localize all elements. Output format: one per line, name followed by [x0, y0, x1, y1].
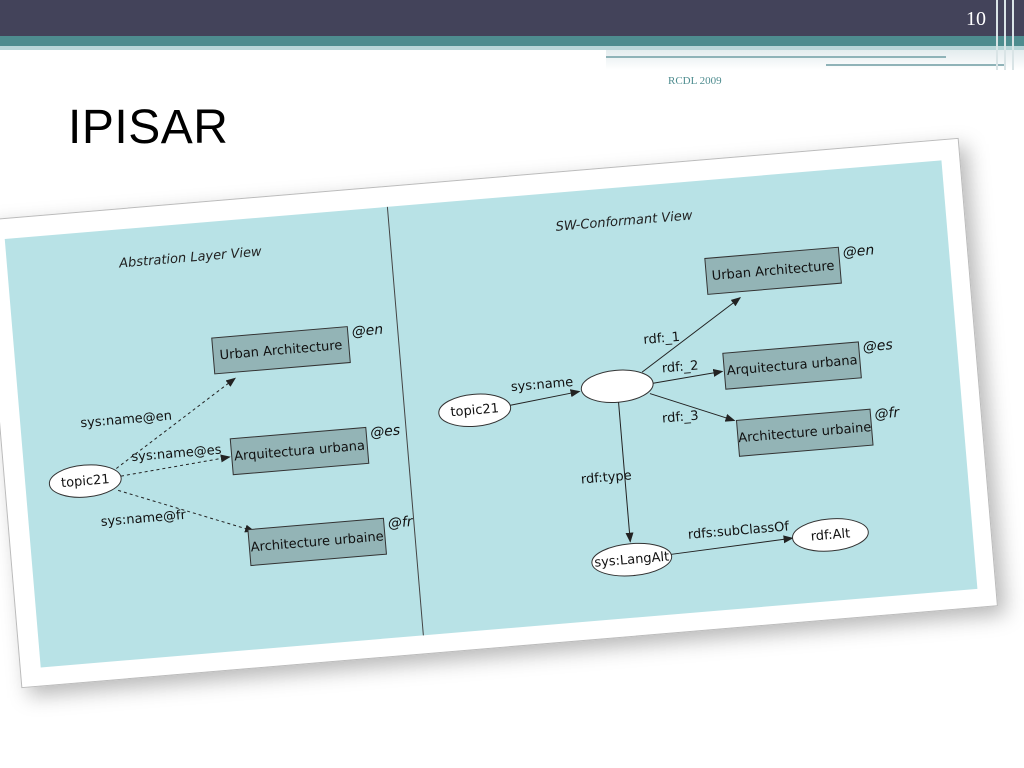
- abstraction-topic-label: topic21: [60, 472, 110, 491]
- sw-box-fr: [735, 408, 874, 457]
- sw-box-en: [704, 246, 842, 295]
- sw-edge-2: [652, 368, 724, 384]
- header-rule: [606, 56, 946, 58]
- diagram-svg: Abstration Layer View topic21 sys:name@e…: [4, 160, 978, 668]
- sw-type-edge: [618, 402, 634, 543]
- header-stripe: [1012, 0, 1014, 70]
- header-band-dark: [0, 0, 1024, 36]
- abstraction-tag-es: @es: [370, 423, 401, 441]
- sw-edge-label-3: rdf:_3: [661, 409, 699, 427]
- sw-topic-label: topic21: [450, 401, 500, 420]
- sw-subclass-edge: [671, 535, 794, 555]
- abstraction-edge-en: [116, 377, 236, 469]
- sw-name-edge-label: sys:name: [510, 375, 574, 395]
- sw-tag-fr: @fr: [874, 405, 901, 423]
- sw-edge-label-1: rdf:_1: [643, 330, 681, 348]
- page-number: 10: [966, 8, 986, 30]
- sw-topic-node: [438, 393, 512, 427]
- sw-type-edge-label: rdf:type: [580, 468, 632, 487]
- abstraction-topic-node: [48, 464, 122, 498]
- sw-box-es: [722, 341, 862, 390]
- header-stripe: [1004, 0, 1006, 70]
- sw-alt-label: rdf:Alt: [810, 526, 851, 544]
- sw-edge-label-2: rdf:_2: [661, 358, 699, 376]
- abstraction-box-fr: [247, 517, 387, 567]
- sw-name-edge: [510, 389, 581, 406]
- footer-text: RCDL 2009: [668, 75, 722, 87]
- abstraction-edge-es: [120, 454, 231, 477]
- slide-title: IPISAR: [68, 101, 229, 154]
- header-band-teal: [0, 36, 1024, 46]
- view-divider: [386, 206, 424, 636]
- abstraction-tag-fr: @fr: [387, 514, 414, 532]
- sw-langalt-node: [591, 542, 673, 577]
- abstraction-box-en: [211, 326, 351, 375]
- sw-edge-3: [649, 393, 736, 422]
- diagram-picture: Abstration Layer View topic21 sys:name@e…: [0, 137, 998, 689]
- sw-langalt-label: sys:LangAlt: [594, 550, 670, 571]
- sw-edge-1: [641, 297, 742, 373]
- sw-view: SW-Conformant View topic21 sys:name rdf:…: [438, 208, 901, 577]
- header-stripe: [996, 0, 998, 70]
- abstraction-edge-label-fr: sys:name@fr: [100, 508, 187, 530]
- header-band-light: [0, 46, 1024, 50]
- abstraction-box-es: [229, 426, 370, 476]
- sw-alt-node: [792, 518, 869, 552]
- sw-tag-en: @en: [842, 242, 875, 261]
- abstraction-tag-en: @en: [351, 322, 384, 341]
- header-right-block: [606, 50, 1024, 70]
- header-rule: [826, 64, 1006, 66]
- sw-tag-es: @es: [862, 337, 893, 355]
